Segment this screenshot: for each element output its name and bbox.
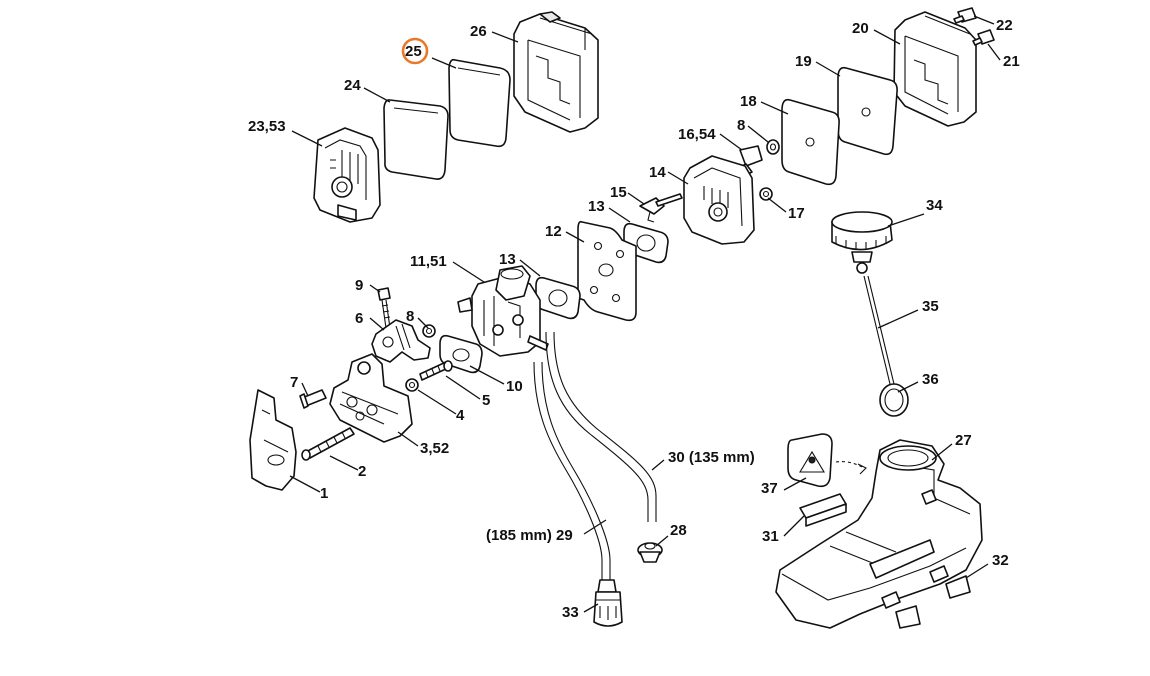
callout-31: 31 [762, 528, 779, 545]
callout-26: 26 [470, 23, 487, 40]
callout-37: 37 [761, 480, 778, 497]
callout-28: 28 [670, 522, 687, 539]
filter-cover-20 [893, 11, 977, 127]
highlight-ring-25 [401, 37, 429, 65]
air-filter-housing-23 [313, 127, 381, 223]
leader-lines [289, 15, 1001, 613]
washer-8-top [766, 139, 780, 155]
callout-21: 21 [1003, 53, 1020, 70]
callout-33: 33 [562, 604, 579, 621]
callout-27: 27 [955, 432, 972, 449]
callout-4: 4 [456, 407, 465, 424]
bracket-6 [371, 319, 431, 363]
callout-36: 36 [922, 371, 939, 388]
callout-17: 17 [788, 205, 805, 222]
intake-flange-3 [329, 353, 413, 443]
callout-11-51: 11,51 [410, 253, 447, 270]
callout-6: 6 [355, 310, 363, 327]
fuel-filter-33 [593, 579, 623, 627]
fuel-line-30 [545, 331, 657, 522]
filter-pad-24 [383, 99, 449, 180]
screw-5 [419, 360, 453, 381]
filter-base-14 [683, 155, 755, 245]
callout-12: 12 [545, 223, 562, 240]
screw-21 [972, 29, 995, 46]
spacer-plate-12 [577, 220, 637, 322]
callout-32: 32 [992, 552, 1009, 569]
callout-8-left: 8 [406, 308, 414, 325]
callout-1: 1 [320, 485, 328, 502]
callout-19: 19 [795, 53, 812, 70]
fuel-line-29 [533, 361, 611, 590]
screw-22 [953, 7, 977, 24]
washer-17 [759, 187, 773, 201]
callout-3-52: 3,52 [420, 440, 449, 457]
callout-10: 10 [506, 378, 523, 395]
grommet-28 [637, 542, 663, 563]
callout-20: 20 [852, 20, 869, 37]
callout-13-lower: 13 [499, 251, 516, 268]
screw-7 [299, 389, 327, 409]
callout-25: 25 [405, 43, 422, 60]
pad-31 [799, 493, 847, 527]
callout-15: 15 [610, 184, 627, 201]
callout-29: (185 mm) 29 [486, 527, 573, 544]
callout-2: 2 [358, 463, 366, 480]
choke-lever-15 [639, 193, 683, 223]
callout-labels: 1 2 3,52 4 5 6 7 8 8 9 10 11,51 12 13 13… [248, 17, 1020, 621]
callout-9: 9 [355, 277, 363, 294]
filter-pad-18 [781, 98, 840, 186]
callout-14: 14 [649, 164, 666, 181]
ring-36 [879, 383, 909, 417]
gasket-13-lower [535, 276, 581, 320]
washer-8-left [422, 324, 436, 338]
callout-24: 24 [344, 77, 361, 94]
filter-cover-26 [513, 11, 599, 133]
long-screw-2 [301, 427, 355, 461]
callout-22: 22 [996, 17, 1013, 34]
label-37 [787, 433, 867, 488]
filter-pad-25 [448, 58, 511, 148]
callout-18: 18 [740, 93, 757, 110]
callout-34: 34 [926, 197, 943, 214]
callout-5: 5 [482, 392, 490, 409]
callout-13-upper: 13 [588, 198, 605, 215]
washer-4 [405, 378, 419, 392]
retainer-35 [863, 275, 895, 385]
fuel-cap-34 [831, 211, 893, 274]
pad-32-left [895, 605, 921, 629]
callout-35: 35 [922, 298, 939, 315]
screw-9 [377, 287, 391, 329]
callout-23-53: 23,53 [248, 118, 286, 135]
gasket-1 [249, 389, 297, 491]
callout-7: 7 [290, 374, 298, 391]
callout-30: 30 (135 mm) [668, 449, 755, 466]
callout-16-54: 16,54 [678, 126, 716, 143]
filter-pad-19 [837, 66, 898, 156]
carburetor-11 [457, 265, 549, 357]
pad-32-right [945, 575, 971, 599]
fuel-tank-27 [775, 439, 983, 629]
callout-8-top: 8 [737, 117, 745, 134]
